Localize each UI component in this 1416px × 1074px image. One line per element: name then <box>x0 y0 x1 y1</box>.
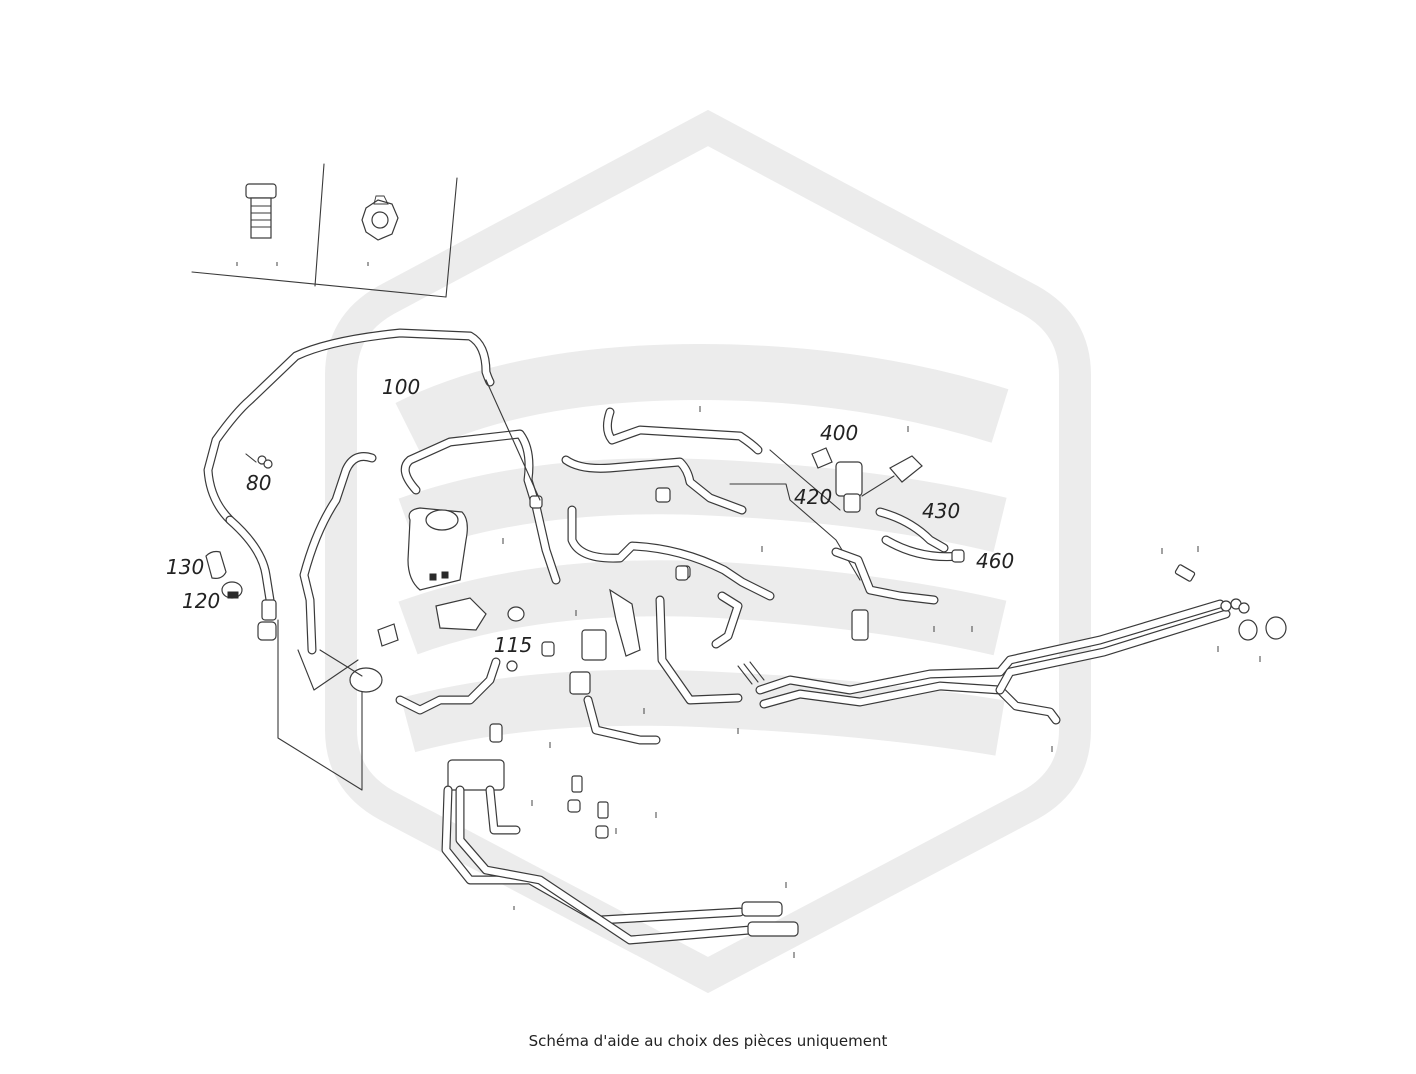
callout-460[interactable]: 460 <box>976 549 1014 573</box>
callout-420[interactable]: 420 <box>794 485 832 509</box>
sleeve-130[interactable] <box>205 550 227 579</box>
clip-80[interactable] <box>245 453 273 469</box>
callout-100[interactable]: 100 <box>382 375 420 399</box>
callout-80[interactable]: 80 <box>246 471 271 495</box>
callout-400[interactable]: 400 <box>820 421 858 445</box>
valve-400[interactable] <box>811 447 863 513</box>
callout-120[interactable]: 120 <box>182 589 220 613</box>
multi-valve-block[interactable] <box>435 565 765 745</box>
lower-manifold[interactable] <box>441 759 799 945</box>
nut-icon[interactable] <box>361 195 399 241</box>
connector-arrow-icon <box>861 455 923 497</box>
hose-420[interactable] <box>729 449 939 641</box>
pump-115[interactable] <box>319 623 518 715</box>
hose-left-vertical[interactable] <box>277 452 377 791</box>
hose-460[interactable] <box>881 535 965 563</box>
fastener-inset <box>191 163 458 298</box>
callout-430[interactable]: 430 <box>922 499 960 523</box>
clamp-120[interactable] <box>221 581 243 599</box>
index-ticks <box>236 262 1261 958</box>
hose-upper-middle[interactable] <box>400 379 775 601</box>
hose-100[interactable] <box>203 328 495 641</box>
expansion-tank[interactable] <box>407 507 468 591</box>
hose-430[interactable] <box>875 507 949 553</box>
callout-115[interactable]: 115 <box>494 633 532 657</box>
diagram-caption: Schéma d'aide au choix des pièces unique… <box>528 1032 888 1050</box>
callout-labels: 100 80 130 120 115 400 420 430 460 <box>166 375 1014 657</box>
callout-130[interactable]: 130 <box>166 555 204 579</box>
tube-bundle-right[interactable] <box>755 564 1287 725</box>
bolt-icon[interactable] <box>245 183 277 239</box>
